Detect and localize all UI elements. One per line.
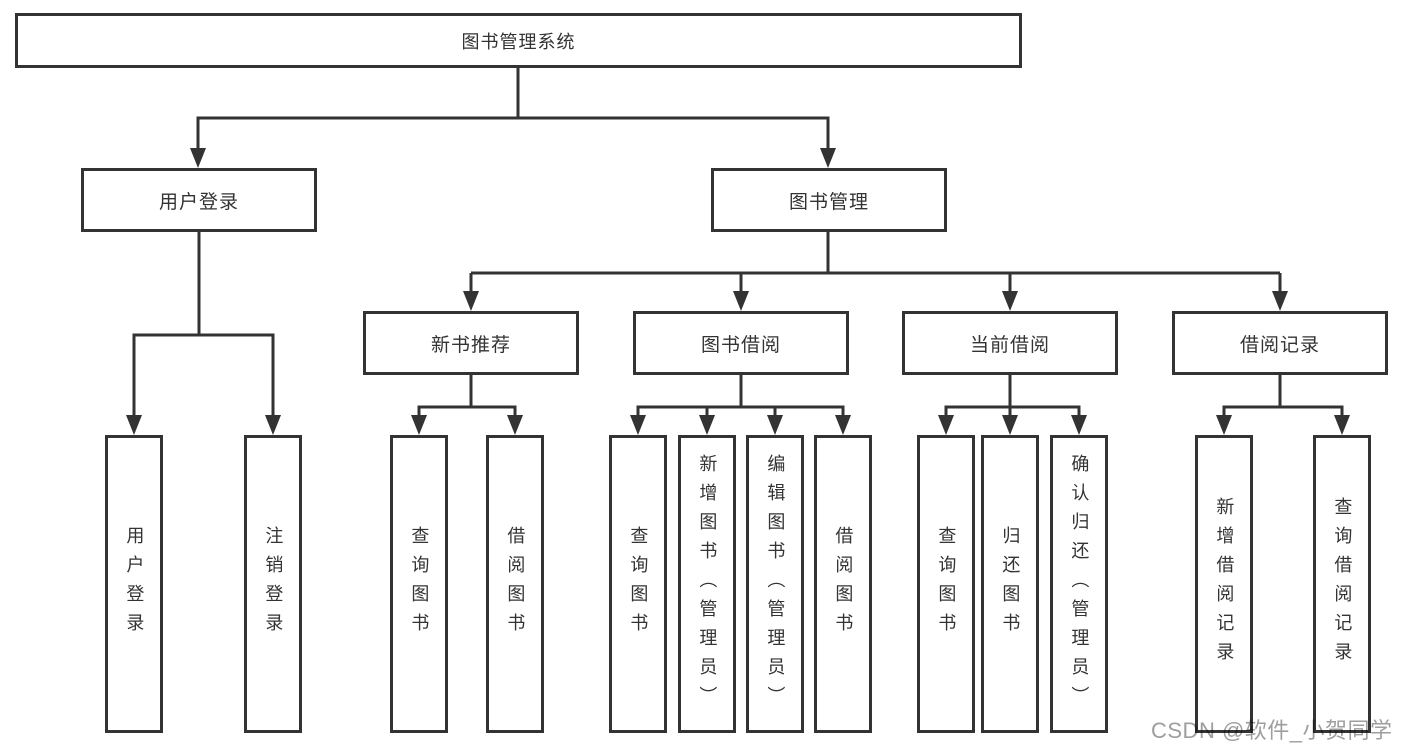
leaf-query-books-borrowing: 查询图书	[609, 435, 667, 733]
arrowhead-icon	[1334, 415, 1350, 435]
arrowhead-icon	[463, 291, 479, 311]
leaf-query-books-borrowing-label: 查询图书	[628, 526, 649, 642]
leaf-borrow-books: 借阅图书	[814, 435, 872, 733]
arrowhead-icon	[1002, 291, 1018, 311]
leaf-add-borrow-record-label: 新增借阅记录	[1214, 497, 1235, 671]
leaf-user-login-label: 用户登录	[124, 526, 145, 642]
leaf-add-borrow-record: 新增借阅记录	[1195, 435, 1253, 733]
node-book-management: 图书管理	[711, 168, 947, 232]
node-user-login: 用户登录	[81, 168, 317, 232]
arrowhead-icon	[733, 291, 749, 311]
node-book-borrowing-label: 图书借阅	[700, 334, 781, 356]
leaf-query-borrow-record: 查询借阅记录	[1313, 435, 1371, 733]
node-root-label: 图书管理系统	[461, 31, 576, 52]
leaf-add-books-admin: 新增图书（管理员）	[678, 435, 736, 733]
node-book-borrowing: 图书借阅	[633, 311, 849, 375]
connector-lines	[132, 68, 1344, 419]
leaf-return-books: 归还图书	[981, 435, 1039, 733]
csdn-watermark: CSDN @软件_小贺同学	[1151, 718, 1393, 743]
leaf-query-books-recommend: 查询图书	[390, 435, 448, 733]
arrowhead-icon	[1002, 415, 1018, 435]
arrowhead-icon	[938, 415, 954, 435]
arrowhead-icon	[507, 415, 523, 435]
arrowhead-icon	[767, 415, 783, 435]
node-new-book-recommend: 新书推荐	[363, 311, 579, 375]
leaf-query-borrow-record-label: 查询借阅记录	[1332, 497, 1353, 671]
leaf-confirm-return-admin: 确认归还（管理员）	[1050, 435, 1108, 733]
arrowhead-icon	[1216, 415, 1232, 435]
leaf-query-books-current: 查询图书	[917, 435, 975, 733]
leaf-borrow-books-recommend-label: 借阅图书	[505, 526, 526, 642]
arrowhead-icon	[1272, 291, 1288, 311]
leaf-borrow-books-recommend: 借阅图书	[486, 435, 544, 733]
arrowhead-icon	[820, 148, 836, 168]
leaf-query-books-current-label: 查询图书	[936, 526, 957, 642]
arrowhead-icon	[699, 415, 715, 435]
arrowhead-icon	[126, 415, 142, 435]
node-borrowing-records-label: 借阅记录	[1239, 334, 1320, 356]
arrowhead-icon	[265, 415, 281, 435]
leaf-confirm-return-admin-label: 确认归还（管理员）	[1069, 453, 1090, 715]
node-root: 图书管理系统	[15, 13, 1022, 68]
leaf-query-books-recommend-label: 查询图书	[409, 526, 430, 642]
node-current-borrowing-label: 当前借阅	[969, 334, 1050, 356]
node-borrowing-records: 借阅记录	[1172, 311, 1388, 375]
node-current-borrowing: 当前借阅	[902, 311, 1118, 375]
leaf-edit-books-admin: 编辑图书（管理员）	[746, 435, 804, 733]
leaf-user-login: 用户登录	[105, 435, 163, 733]
arrowheads	[126, 148, 1350, 435]
node-book-management-label: 图书管理	[788, 191, 869, 213]
arrowhead-icon	[1071, 415, 1087, 435]
leaf-borrow-books-label: 借阅图书	[833, 526, 854, 642]
node-new-book-recommend-label: 新书推荐	[430, 334, 511, 356]
leaf-add-books-admin-label: 新增图书（管理员）	[697, 453, 718, 715]
leaf-logout-label: 注销登录	[263, 526, 284, 642]
node-user-login-label: 用户登录	[158, 191, 239, 213]
arrowhead-icon	[835, 415, 851, 435]
leaf-logout: 注销登录	[244, 435, 302, 733]
leaf-return-books-label: 归还图书	[1000, 526, 1021, 642]
arrowhead-icon	[190, 148, 206, 168]
arrowhead-icon	[411, 415, 427, 435]
arrowhead-icon	[630, 415, 646, 435]
leaf-edit-books-admin-label: 编辑图书（管理员）	[765, 453, 786, 715]
